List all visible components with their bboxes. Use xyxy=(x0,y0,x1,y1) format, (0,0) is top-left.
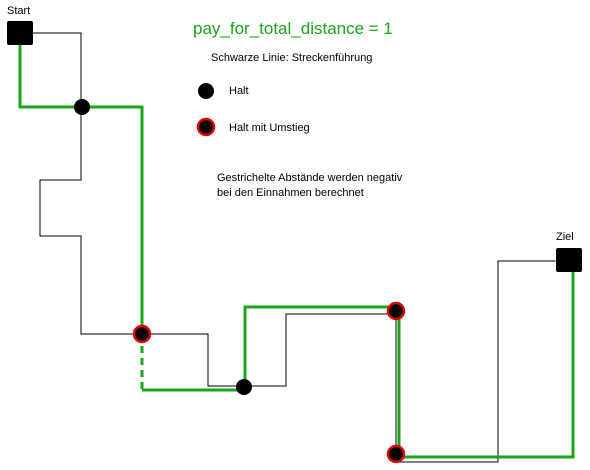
transfer-stop-marker xyxy=(386,301,406,321)
stop-marker xyxy=(74,99,90,115)
end-terminal xyxy=(556,248,582,272)
legend-stop-icon xyxy=(198,83,214,99)
paid-path-segment-2 xyxy=(142,262,575,459)
diagram-title: pay_for_total_distance = 1 xyxy=(193,19,393,38)
dashed-note-line2: bei den Einnahmen berechnet xyxy=(217,187,364,199)
legend-stop-label: Halt xyxy=(229,85,249,97)
transfer-stop-marker xyxy=(386,444,406,464)
legend-transfer-stop-label: Halt mit Umstieg xyxy=(229,122,310,134)
paid-path xyxy=(18,33,575,459)
dashed-note-line1: Gestrichelte Abstände werden negativ xyxy=(217,172,403,184)
start-label: Start xyxy=(7,5,30,17)
route-note: Schwarze Linie: Streckenführung xyxy=(211,52,372,64)
legend-transfer-stop-icon xyxy=(196,117,216,137)
route-line xyxy=(20,32,568,463)
transfer-stop-marker xyxy=(132,324,152,344)
end-label: Ziel xyxy=(556,231,574,243)
start-terminal xyxy=(7,21,33,45)
stop-marker xyxy=(236,379,252,395)
